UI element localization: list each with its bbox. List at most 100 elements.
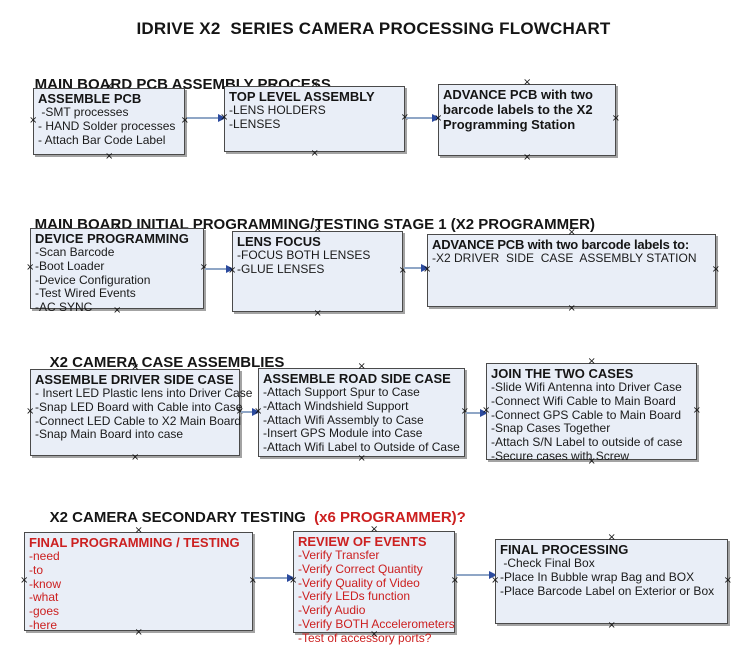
connector-arrow	[187, 114, 226, 122]
box-items: -X2 DRIVER SIDE CASE ASSEMBLY STATION	[432, 251, 711, 266]
box-item: -need	[29, 549, 60, 563]
box-item: -Attach S/N Label to outside of case	[491, 435, 683, 450]
box-items: -Scan Barcode-Boot Loader-Device Configu…	[35, 245, 199, 315]
anchor-x-icon: ×	[611, 113, 620, 124]
box-items: -LENS HOLDERS-LENSES	[229, 103, 400, 132]
section-heading-text: X2 CAMERA CASE ASSEMBLIES	[49, 354, 285, 371]
box-item: -Verify Correct Quantity	[298, 561, 423, 576]
flow-box-assemble-pcb: ASSEMBLE PCB -SMT processes- HAND Solder…	[29, 82, 189, 162]
anchor-x-icon: ×	[523, 152, 532, 163]
box-title: JOIN THE TWO CASES	[491, 366, 634, 381]
box-item: -Place Barcode Label on Exterior or Box	[500, 583, 715, 598]
box-title: ADVANCE PCB with two barcode labels to:	[432, 237, 690, 252]
box-title: DEVICE PROGRAMMING	[35, 231, 189, 246]
box-item: -Connect LED Cable to X2 Main Board	[35, 413, 242, 428]
flow-box-final-processing: FINAL PROCESSING -Check Final Box-Place …	[491, 533, 732, 631]
box-item: -Test of accessory ports?	[298, 630, 432, 645]
box-item: -what	[29, 590, 59, 605]
anchor-x-icon: ×	[29, 114, 38, 126]
box-items: -Check Final Box-Place In Bubble wrap Ba…	[500, 556, 723, 598]
box-item: -LENS HOLDERS	[229, 103, 326, 117]
connector-arrow	[241, 408, 260, 416]
anchor-x-icon: ×	[523, 77, 532, 88]
box-title: REVIEW OF EVENTS	[298, 534, 427, 549]
flow-box-device-programming: DEVICE PROGRAMMING -Scan Barcode-Boot Lo…	[26, 222, 208, 316]
box-item: - Insert LED Plastic lens into Driver Ca…	[35, 386, 253, 400]
box-item: -X2 DRIVER SIDE CASE ASSEMBLY STATION	[432, 251, 697, 265]
anchor-x-icon: ×	[607, 532, 616, 543]
connector-arrow	[404, 264, 429, 272]
box-title: LENS FOCUS	[237, 234, 321, 249]
box-item: -here	[29, 617, 58, 632]
anchor-x-icon: ×	[607, 620, 616, 631]
box-title: FINAL PROGRAMMING / TESTING	[29, 535, 240, 550]
flow-box-final-programming-testing: FINAL PROGRAMMING / TESTING -need-to-kno…	[20, 526, 257, 638]
box-items: -Verify Transfer-Verify Correct Quantity…	[298, 548, 455, 646]
box-item: -Attach Wifi Label to Outside of Case	[263, 440, 460, 455]
anchor-x-icon: ×	[26, 405, 35, 417]
box-item: -GLUE LENSES	[237, 261, 325, 276]
flow-box-review-of-events: REVIEW OF EVENTS -Verify Transfer-Verify…	[289, 525, 459, 645]
anchor-x-icon: ×	[692, 404, 701, 416]
box-items: -SMT processes- HAND Solder processes- A…	[38, 105, 180, 147]
anchor-x-icon: ×	[357, 453, 366, 464]
box-title: ASSEMBLE PCB	[38, 91, 142, 106]
section-heading-secondary-testing: X2 CAMERA SECONDARY TESTING (x6 PROGRAMM…	[33, 492, 466, 543]
box-item: -Test Wired Events	[35, 286, 136, 301]
box-item: -Slide Wifi Antenna into Driver Case	[491, 380, 682, 394]
box-item: -Attach Support Spur to Case	[263, 385, 420, 399]
box-item: -Insert GPS Module into Case	[263, 426, 423, 441]
box-item: - HAND Solder processes	[38, 118, 176, 133]
flow-box-join-the-two-cases: JOIN THE TWO CASES -Slide Wifi Antenna i…	[482, 357, 701, 467]
anchor-x-icon: ×	[357, 361, 366, 372]
box-item: -Secure cases with Screw	[491, 448, 630, 463]
box-items: -Slide Wifi Antenna into Driver Case-Con…	[491, 380, 692, 464]
box-title: FINAL PROCESSING	[500, 542, 629, 557]
anchor-x-icon: ×	[567, 303, 576, 314]
flow-box-assemble-road-side-case: ASSEMBLE ROAD SIDE CASE -Attach Support …	[254, 362, 469, 464]
anchor-x-icon: ×	[313, 308, 322, 319]
flow-box-advance-pcb-driver-side: ADVANCE PCB with two barcode labels to: …	[423, 228, 720, 314]
box-item: -LENSES	[229, 116, 281, 131]
connector-arrow	[456, 571, 497, 579]
box-item: -Verify Quality of Video	[298, 575, 420, 590]
box-title: ASSEMBLE DRIVER SIDE CASE	[35, 372, 234, 387]
anchor-x-icon: ×	[26, 261, 35, 273]
anchor-x-icon: ×	[310, 148, 319, 159]
connector-arrow	[466, 409, 488, 417]
anchor-x-icon: ×	[20, 574, 29, 586]
box-item: -Verify BOTH Accelerometers	[298, 616, 455, 631]
box-item: -Verify Audio	[298, 603, 366, 618]
box-item: -SMT processes	[38, 105, 129, 119]
box-item: -Verify LEDs function	[298, 589, 411, 604]
connector-arrow	[254, 574, 295, 582]
box-item: -Snap LED Board with Cable into Case	[35, 399, 243, 414]
box-item: -know	[29, 576, 62, 591]
box-item: -Check Final Box	[500, 556, 595, 570]
box-item: -Attach Wifi Assembly to Case	[263, 412, 424, 427]
section-heading-text: X2 CAMERA SECONDARY TESTING	[49, 509, 310, 526]
flowchart-title: IDRIVE X2 SERIES CAMERA PROCESSING FLOWC…	[136, 19, 611, 38]
section-heading-case-assemblies: X2 CAMERA CASE ASSEMBLIES	[33, 337, 285, 388]
box-item: -to	[29, 562, 44, 577]
box-item: -Connect Wifi Cable to Main Board	[491, 393, 676, 408]
box-item: -Scan Barcode	[35, 245, 115, 259]
anchor-x-icon: ×	[711, 263, 720, 275]
box-item: -Attach Windshield Support	[263, 398, 409, 413]
box-item: -Boot Loader	[35, 258, 105, 273]
box-item: -AC SYNC	[35, 300, 93, 315]
connector-arrow	[406, 114, 440, 122]
flow-box-top-level-assembly: TOP LEVEL ASSEMBLY -LENS HOLDERS-LENSES …	[220, 80, 409, 159]
anchor-x-icon: ×	[450, 575, 459, 586]
flow-box-lens-focus: LENS FOCUS -FOCUS BOTH LENSES-GLUE LENSE…	[228, 225, 407, 319]
box-items: -need-to-know-what-goes-here	[29, 549, 248, 633]
box-item: -Place In Bubble wrap Bag and BOX	[500, 569, 695, 584]
box-items: -Attach Support Spur to Case-Attach Wind…	[263, 385, 460, 455]
anchor-x-icon: ×	[723, 574, 732, 586]
box-title: ADVANCE PCB with two barcode labels to t…	[443, 87, 593, 132]
box-item: -Connect GPS Cable to Main Board	[491, 407, 682, 422]
box-item: -FOCUS BOTH LENSES	[237, 248, 371, 262]
box-items: - Insert LED Plastic lens into Driver Ca…	[35, 386, 253, 442]
anchor-x-icon: ×	[587, 356, 596, 367]
